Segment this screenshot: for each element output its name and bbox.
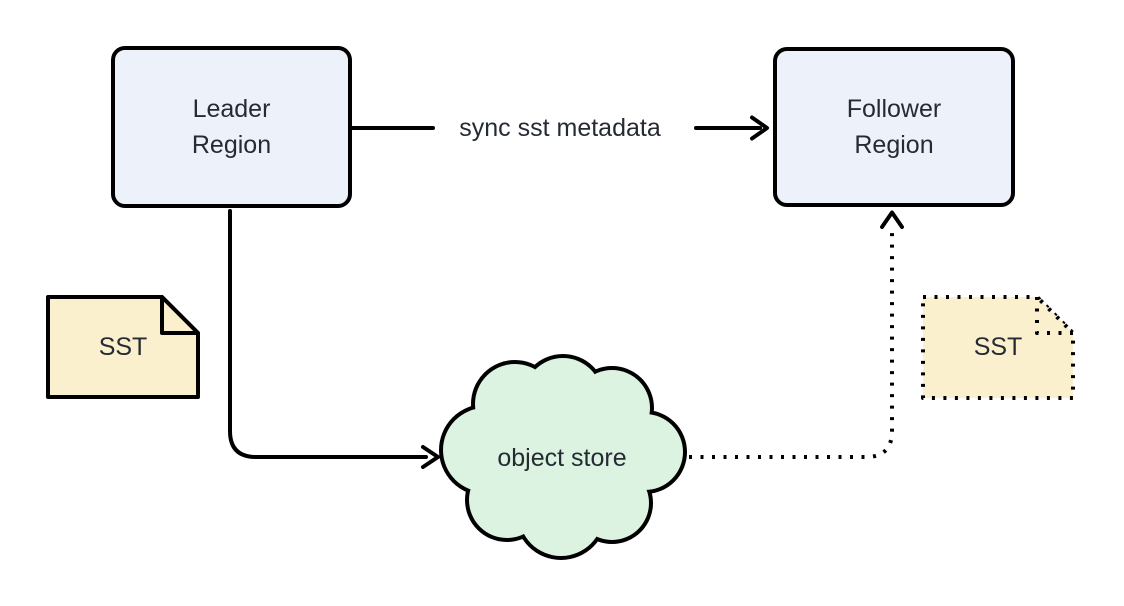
- sst-source-document: [46, 295, 200, 399]
- sst-replica-fold-icon: [1035, 295, 1075, 335]
- sst-replica-document: [921, 295, 1075, 400]
- edge-leader-to-object-store: [228, 209, 440, 469]
- object-store-cloud: [439, 354, 687, 560]
- edge-sync-metadata: [350, 115, 769, 141]
- cloud-fill: [443, 358, 683, 556]
- sst-source-fold-icon: [160, 295, 200, 335]
- follower-region-box: [773, 47, 1015, 207]
- arrowhead-right-icon: [750, 115, 769, 141]
- edge-download-dotted-path: [689, 226, 894, 459]
- edge-upload-path: [228, 209, 428, 459]
- edge-object-store-to-follower: [689, 210, 904, 459]
- arrowhead-up-icon: [880, 210, 904, 229]
- leader-region-box: [111, 46, 352, 208]
- arrowhead-right-icon: [421, 445, 440, 469]
